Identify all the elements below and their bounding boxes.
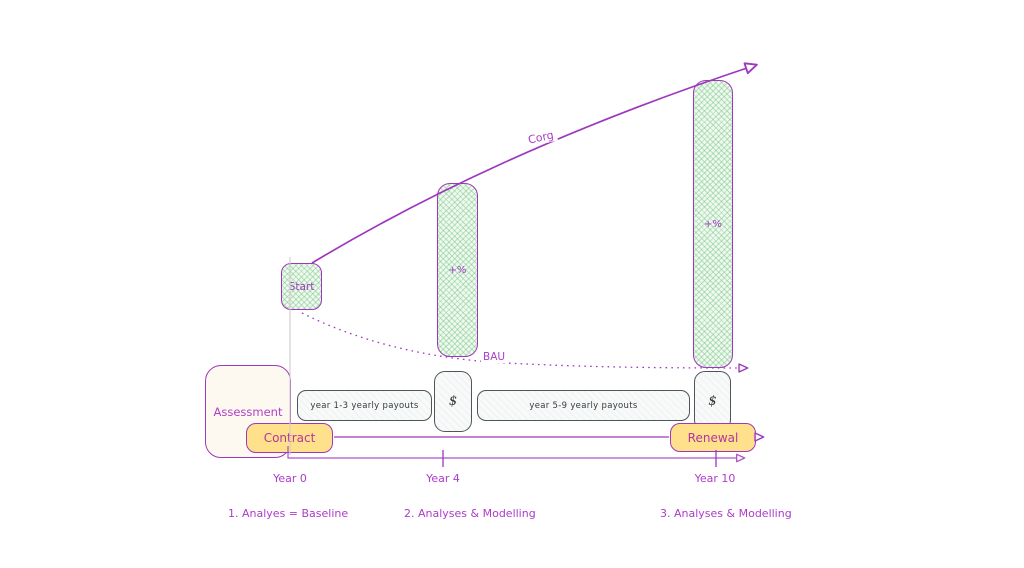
start-box: Start <box>281 263 322 310</box>
dollar-box-year10: $ <box>694 371 731 431</box>
start-box-label: Start <box>288 280 315 293</box>
bau-curve <box>301 312 749 373</box>
renewal-button-label: Renewal <box>687 430 739 445</box>
payout-box-years-5-9: year 5-9 yearly payouts <box>477 390 690 421</box>
renewal-button: Renewal <box>670 423 756 452</box>
phase-label-3: 3. Analyses & Modelling <box>660 507 792 520</box>
phase-label-2: 2. Analyses & Modelling <box>404 507 536 520</box>
uplift-bar-year10: +% <box>693 80 733 368</box>
corg-curve <box>311 62 758 264</box>
year-label-0: Year 0 <box>273 472 307 485</box>
dollar-box-year10-label: $ <box>708 393 717 409</box>
year-label-4: Year 4 <box>426 472 460 485</box>
dollar-box-year4: $ <box>434 371 472 432</box>
year-label-10: Year 10 <box>694 472 736 485</box>
payout-box-years-1-3: year 1-3 yearly payouts <box>297 390 432 421</box>
payout-box-years-1-3-label: year 1-3 yearly payouts <box>310 400 419 411</box>
uplift-bar-year10-label: +% <box>704 218 722 230</box>
uplift-bar-year4: +% <box>437 183 478 357</box>
phase-label-1: 1. Analyes = Baseline <box>228 507 349 520</box>
uplift-bar-year4-label: +% <box>448 264 467 276</box>
payout-box-years-5-9-label: year 5-9 yearly payouts <box>529 400 638 411</box>
assessment-label: Assessment <box>213 404 283 419</box>
dollar-box-year4-label: $ <box>448 394 458 409</box>
timeline-axis <box>287 446 746 463</box>
bau-curve-label: BAU <box>481 351 508 363</box>
